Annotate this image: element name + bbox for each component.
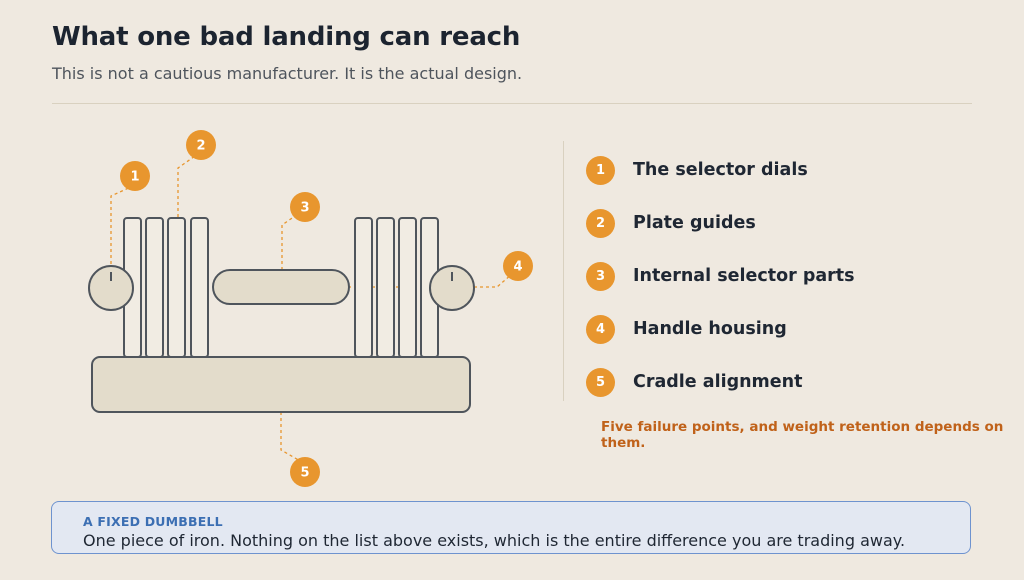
callout-text: One piece of iron. Nothing on the list a… (83, 531, 906, 550)
plate (167, 217, 186, 358)
leader-line-4 (348, 273, 513, 288)
plate (145, 217, 164, 358)
plate (376, 217, 395, 358)
page-subtitle: This is not a cautious manufacturer. It … (52, 64, 523, 83)
list-item: 2 Plate guides (586, 208, 1006, 238)
svg-text:3: 3 (300, 201, 309, 216)
handle (212, 269, 350, 305)
left-plates (123, 217, 209, 358)
list-item: 4 Handle housing (586, 314, 1006, 344)
number-badge: 4 (586, 314, 615, 344)
leader-line-3 (281, 213, 299, 270)
right-selector-dial (429, 265, 475, 311)
list-divider (563, 141, 564, 401)
number-badge: 1 (586, 155, 615, 185)
dumbbell-diagram: 1 2 3 4 5 (88, 130, 533, 487)
marker-1: 1 (120, 161, 150, 191)
number-badge: 3 (586, 261, 615, 291)
list-item: 3 Internal selector parts (586, 261, 1006, 291)
number-badge: 5 (586, 367, 615, 397)
svg-text:5: 5 (300, 466, 309, 481)
cradle (91, 356, 471, 413)
plate (190, 217, 209, 358)
marker-3: 3 (290, 192, 320, 222)
list-item-label: Internal selector parts (633, 266, 855, 286)
svg-text:4: 4 (513, 260, 522, 275)
fixed-dumbbell-callout: A FIXED DUMBBELL One piece of iron. Noth… (51, 501, 971, 554)
list-item-label: Cradle alignment (633, 372, 803, 392)
marker-4: 4 (503, 251, 533, 281)
list-item: 5 Cradle alignment (586, 367, 1006, 397)
svg-text:2: 2 (196, 139, 205, 154)
callout-title: A FIXED DUMBBELL (83, 514, 223, 529)
list-item: 1 The selector dials (586, 155, 1006, 185)
leader-line-5 (280, 412, 303, 463)
list-item-label: Handle housing (633, 319, 787, 339)
leader-lines (110, 155, 513, 463)
leader-line-1 (110, 185, 134, 264)
left-selector-dial (88, 265, 134, 311)
header-divider (52, 103, 972, 104)
marker-2: 2 (186, 130, 216, 160)
leader-line-2 (177, 155, 196, 217)
plate (398, 217, 417, 358)
number-badge: 2 (586, 208, 615, 238)
list-item-label: The selector dials (633, 160, 808, 180)
marker-5: 5 (290, 457, 320, 487)
page-title: What one bad landing can reach (52, 22, 521, 52)
list-item-label: Plate guides (633, 213, 756, 233)
svg-text:1: 1 (130, 170, 139, 185)
plate (354, 217, 373, 358)
failure-note: Five failure points, and weight retentio… (601, 419, 1004, 451)
